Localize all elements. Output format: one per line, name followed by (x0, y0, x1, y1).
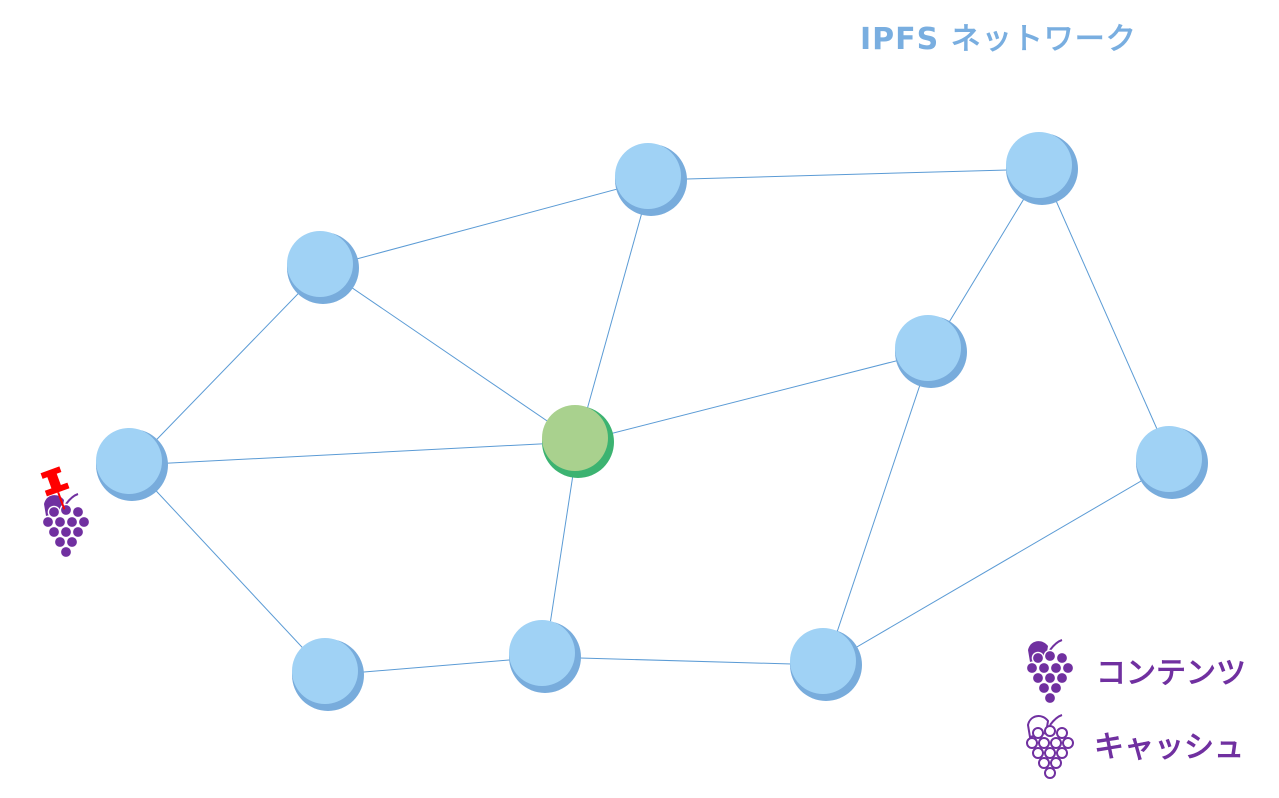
diagram-title: IPFS ネットワーク (860, 22, 1137, 57)
legend-content-label: コンテンツ (1096, 656, 1246, 691)
peer-node-b[interactable] (615, 143, 687, 216)
legend-cache-label: キャッシュ (1094, 730, 1244, 765)
edge-d-e (131, 441, 579, 466)
edge-j-f (825, 351, 932, 666)
content-grape-icon (41, 493, 91, 559)
edge-d-h (131, 464, 329, 676)
edge-e-f (577, 351, 932, 443)
edge-a-b (322, 179, 652, 269)
peer-node-h[interactable] (292, 638, 364, 711)
pin-icon (40, 466, 70, 510)
edge-j-g (825, 462, 1173, 666)
peer-node-a[interactable] (287, 231, 359, 304)
edge-b-e (577, 179, 652, 443)
edge-d-a (131, 267, 324, 466)
peer-node-f[interactable] (895, 315, 967, 388)
edge-i-j (544, 656, 827, 666)
peer-node-c[interactable] (1006, 132, 1078, 205)
local-node[interactable] (542, 405, 614, 478)
legend-content-grape-icon (1025, 639, 1075, 705)
peer-node-d[interactable] (96, 428, 168, 501)
legend-cache-grape-icon (1026, 714, 1074, 779)
edge-a-e (322, 267, 579, 443)
peer-node-g[interactable] (1136, 426, 1208, 499)
edge-c-g (1041, 168, 1173, 464)
peer-node-i[interactable] (509, 620, 581, 693)
edge-h-i (327, 656, 546, 676)
peer-node-j[interactable] (790, 628, 862, 701)
edge-b-c (650, 168, 1043, 181)
